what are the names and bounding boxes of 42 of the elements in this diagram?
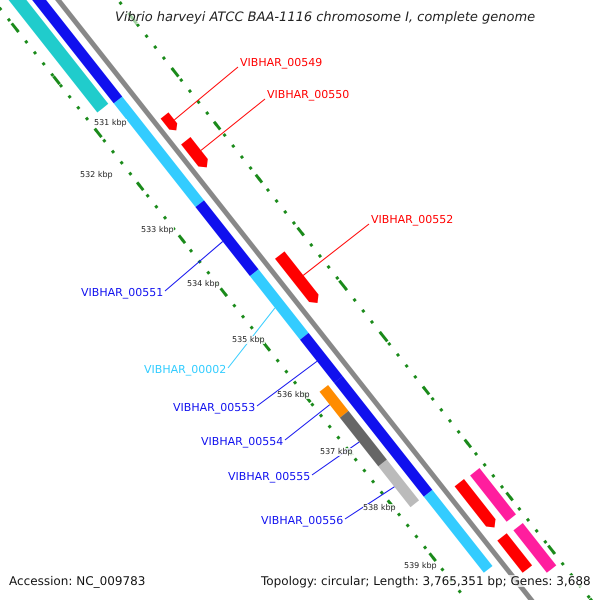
gene-label: VIBHAR_00550 — [267, 88, 350, 100]
gene-label: VIBHAR_00549 — [240, 56, 322, 68]
leader-line — [344, 486, 395, 520]
gene-feature — [320, 385, 348, 418]
gene-feature — [160, 112, 178, 130]
gene-feature — [195, 200, 258, 276]
leader-line — [284, 404, 330, 440]
gene-label: VIBHAR_00552 — [371, 214, 454, 224]
gene-feature — [497, 533, 532, 573]
leader-line — [256, 360, 318, 406]
accession-text: Accession: NC_009783 — [9, 575, 146, 587]
scale-label: 531 kbp — [94, 119, 127, 127]
scale-label: 537 kbp — [320, 448, 353, 456]
leader-line — [174, 66, 238, 120]
gene-feature — [340, 410, 387, 466]
genome-summary-text: Topology: circular; Length: 3,765,351 bp; Genes: 3,688 — [261, 575, 591, 587]
gene-feature — [470, 468, 516, 522]
gene-label: VIBHAR_00002 — [144, 364, 226, 374]
map-title: Vibrio harveyi ATCC BAA-1116 chromosome I, complete genome — [115, 11, 536, 24]
leader-line — [302, 224, 370, 276]
gene-feature — [181, 137, 208, 168]
gene-feature — [513, 523, 556, 573]
gene-feature — [424, 490, 492, 573]
scale-label: 535 kbp — [232, 336, 265, 344]
leader-line — [164, 241, 224, 292]
leader-line — [228, 307, 276, 368]
scale-label: 538 kbp — [363, 504, 396, 512]
gene-feature — [114, 96, 204, 207]
gene-label: VIBHAR_00554 — [201, 436, 284, 446]
gene-label: VIBHAR_00553 — [173, 402, 256, 412]
scale-label: 539 kbp — [404, 562, 437, 570]
scale-label: 536 kbp — [277, 391, 310, 399]
gene-feature — [334, 376, 432, 497]
gene-label: VIBHAR_00556 — [261, 514, 344, 526]
gene-feature — [454, 479, 496, 528]
gene-feature — [275, 251, 318, 303]
gene-label: VIBHAR_00555 — [228, 470, 310, 482]
leader-line — [200, 98, 266, 151]
gene-label: VIBHAR_00551 — [81, 286, 164, 298]
scale-label: 533 kbp — [141, 226, 174, 234]
scale-label: 534 kbp — [187, 280, 220, 288]
gene-feature — [300, 332, 343, 383]
